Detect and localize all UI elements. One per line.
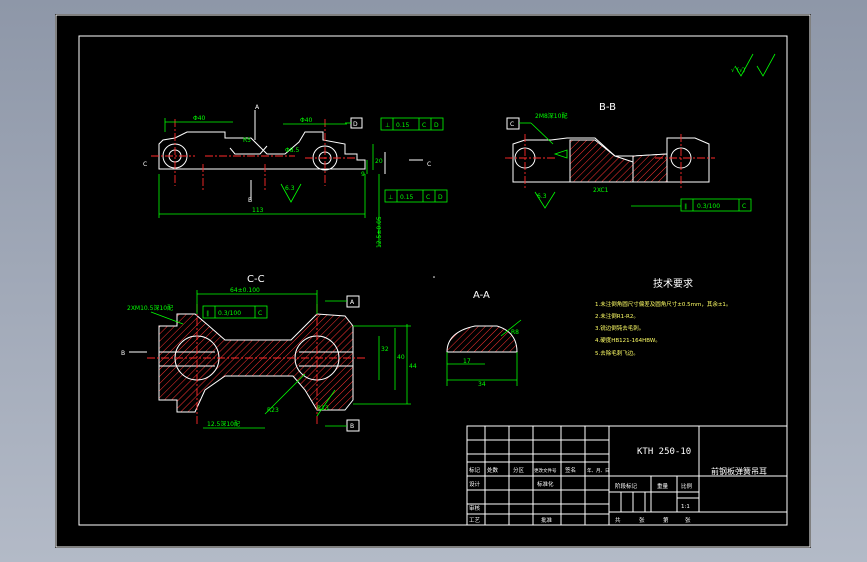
section-a-a: A-A 17 34 R8 (446, 290, 522, 388)
dim-9: 9 (361, 171, 365, 178)
tb-design: 设计 (469, 480, 481, 488)
drawing-number: KTH 250-10 (637, 447, 691, 457)
cc-side-mark: B (121, 350, 125, 357)
tol-ref1-top: C (422, 122, 426, 129)
tol-value-top: 0.15 (396, 122, 410, 129)
cc-flag-a: A (350, 299, 355, 306)
cc-center-dist: 64±0.100 (230, 287, 260, 294)
dim-20: 20 (375, 158, 383, 165)
roughness-note: √ (√) (731, 67, 745, 74)
dim-angle: 12.5±0.05 (376, 216, 383, 248)
cc-dim-44: 44 (409, 363, 417, 370)
part-name: 前钢板弹簧吊耳 (711, 466, 767, 476)
bb-flag-c: C (510, 121, 514, 128)
requirement-5: 5.去除毛刺飞边。 (595, 349, 639, 357)
dim-r5: R5 (243, 137, 251, 144)
stray-point (433, 276, 435, 278)
bb-chamfer: 2XC1 (593, 187, 609, 194)
bb-tol-symbol: ∥ (684, 203, 687, 210)
requirement-2: 2.未注倒R1-R2。 (595, 312, 639, 320)
cad-drawing: √ (√) Φ40 Φ40 A D Φ8.5 R5 C C 113 (55, 14, 811, 548)
tol-value-bottom: 0.15 (400, 194, 414, 201)
rough-6-3-front: 6.3 (285, 185, 295, 192)
aa-dim-r8: R8 (511, 329, 519, 336)
dim-phi40-left: Φ40 (193, 115, 206, 122)
cc-dim-r23: R23 (267, 407, 279, 414)
requirement-1: 1.未注倒角圆尺寸偏差及圆角尺寸±0.5mm，其余±1。 (595, 300, 731, 308)
tb-zone: 分区 (513, 466, 525, 474)
aa-dim-34: 34 (478, 381, 486, 388)
bb-rough: 6.3 (537, 193, 547, 200)
cc-dim-r13: R13 (317, 405, 329, 412)
dim-phi40-right: Φ40 (300, 117, 313, 124)
drawing-canvas: √ (√) Φ40 Φ40 A D Φ8.5 R5 C C 113 (55, 14, 811, 548)
tb-page: 第 (663, 516, 669, 524)
cc-tol-value: 0.3/100 (218, 310, 241, 317)
tol-symbol-bottom: ⊥ (388, 194, 393, 201)
tol-symbol-top: ⊥ (385, 122, 390, 129)
technical-requirements: 技术要求 1.未注倒角圆尺寸偏差及圆角尺寸±0.5mm，其余±1。 2.未注倒R… (595, 277, 731, 357)
outer-border (55, 14, 811, 548)
bb-tol-ref: C (742, 203, 746, 210)
tb-date: 年、月、日 (587, 467, 610, 474)
section-cc-title: C-C (247, 274, 265, 285)
tb-mark: 标记 (469, 466, 481, 474)
datum-d-flag: D (353, 121, 358, 128)
tb-stage: 阶段标记 (615, 482, 638, 490)
cc-tol-symbol: ∥ (206, 310, 209, 317)
section-mark-a: A (255, 104, 260, 111)
tb-sheet: 共 (615, 516, 621, 524)
cc-bottom-note: 12.5深10配 (207, 420, 240, 428)
tb-process: 工艺 (469, 517, 481, 524)
tb-weight: 重量 (657, 482, 669, 490)
cc-tol-ref: C (258, 310, 262, 317)
tol-ref2-bottom: D (438, 194, 443, 201)
dim-hole: Φ8.5 (285, 147, 299, 154)
cc-dim-40: 40 (397, 354, 405, 361)
dim-113: 113 (252, 207, 264, 214)
tb-standard: 标准化 (537, 480, 554, 488)
tb-change-doc: 更改文件号 (534, 467, 557, 474)
datum-b-bottom: B (248, 197, 252, 204)
title-block: KTH 250-10 前钢板弹簧吊耳 标记 处数 分区 更改文件号 签名 年、月… (466, 425, 788, 526)
tb-review: 审核 (469, 504, 481, 512)
section-c-c: C-C 64±0.100 2XM10.5深10配 ∥ 0.3/100 C A B… (121, 274, 417, 432)
tb-approve: 批准 (541, 516, 553, 524)
tb-sheet-of: 张 (639, 516, 645, 524)
section-b-b: B-B C 2M8深10配 2XC1 6.3 ∥ 0.3/100 C (505, 102, 752, 212)
requirement-4: 4.硬度HB121-164HBW。 (595, 336, 661, 344)
tb-scale-value: 1:1 (681, 504, 690, 510)
cc-flag-b: B (350, 423, 354, 430)
bb-tol-value: 0.3/100 (697, 203, 720, 210)
requirement-3: 3.锐边倒钝去毛刺。 (595, 324, 644, 332)
datum-c-right: C (427, 161, 431, 168)
inner-border (78, 35, 788, 526)
roughness-symbol: √ (√) (731, 53, 776, 77)
tol-ref1-bottom: C (426, 194, 430, 201)
aa-dim-17: 17 (463, 358, 471, 365)
tol-ref2-top: D (434, 122, 439, 129)
section-bb-title: B-B (599, 102, 616, 113)
section-aa-title: A-A (473, 290, 490, 301)
bb-thread: 2M8深10配 (535, 112, 567, 120)
tb-scale: 比例 (681, 482, 693, 490)
requirements-title: 技术要求 (653, 277, 693, 290)
tb-page-of: 张 (685, 516, 691, 524)
tb-count: 处数 (487, 466, 499, 474)
front-view: Φ40 Φ40 A D Φ8.5 R5 C C 113 20 9 12.5±0.… (143, 104, 448, 248)
cc-thread: 2XM10.5深10配 (127, 304, 173, 312)
cc-dim-32: 32 (381, 346, 389, 353)
datum-c-left: C (143, 161, 147, 168)
tb-sign: 签名 (565, 466, 576, 474)
